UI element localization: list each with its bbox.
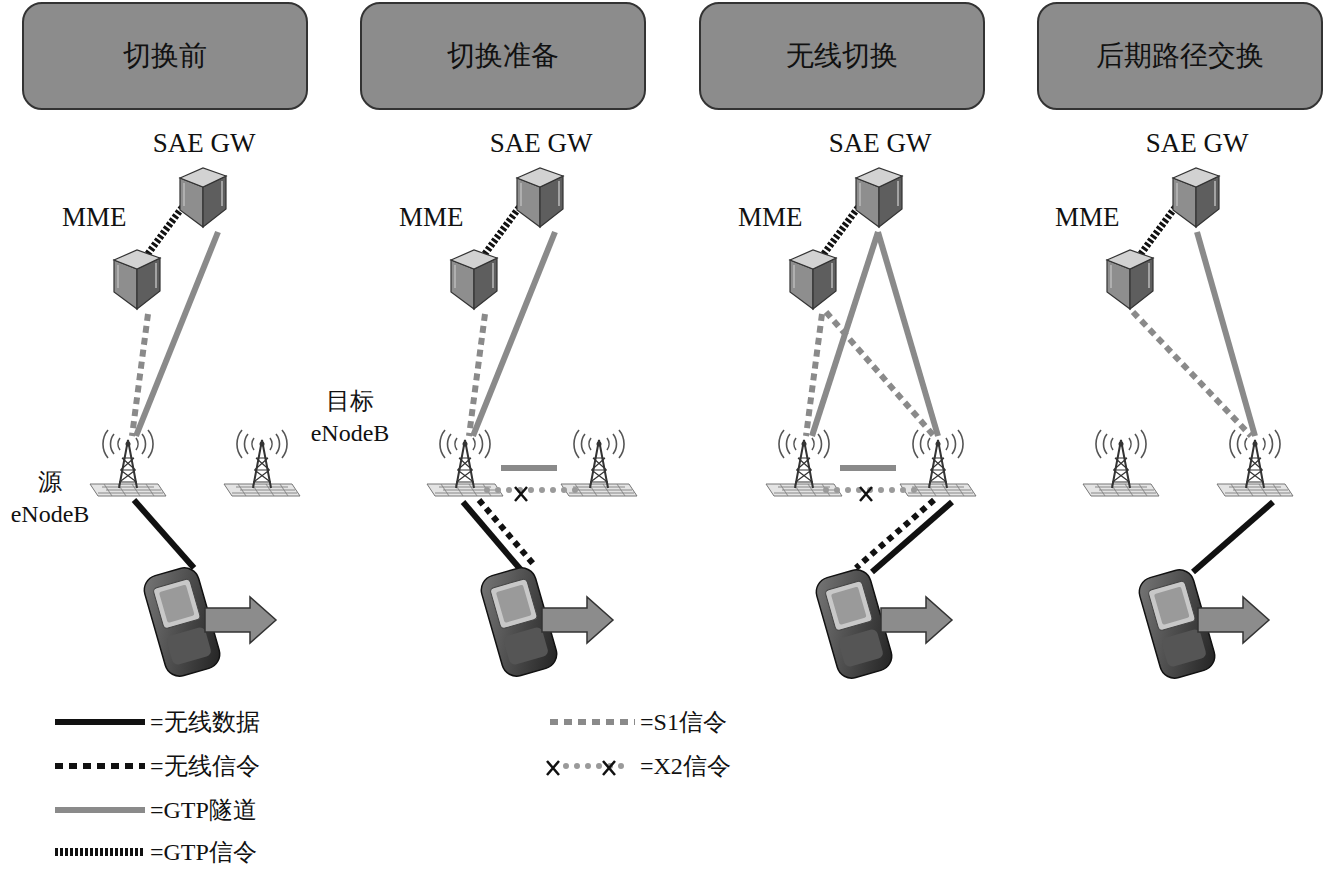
gateway-node: SAE GW bbox=[465, 126, 593, 232]
server-icon bbox=[786, 246, 840, 312]
phase-header: 无线切换 bbox=[699, 2, 985, 110]
panel-path-switch bbox=[1083, 232, 1293, 682]
server-icon bbox=[1103, 246, 1157, 312]
forward-tunnel bbox=[840, 465, 896, 471]
header-text: 无线切换 bbox=[786, 37, 898, 75]
radio-signaling-sample bbox=[55, 763, 145, 769]
gateway-node: SAE GW bbox=[804, 126, 932, 232]
mme-label: MME bbox=[1055, 202, 1120, 232]
phase-header: 后期路径交换 bbox=[1037, 2, 1323, 110]
radio-data bbox=[872, 502, 952, 572]
s1-line bbox=[1133, 312, 1251, 436]
radio-signaling bbox=[856, 500, 934, 568]
panel-before bbox=[90, 232, 300, 680]
enodeb-label: 目标 eNodeB bbox=[300, 385, 400, 449]
server-icon bbox=[852, 164, 906, 230]
forward-tunnel bbox=[501, 465, 557, 471]
legend-samples bbox=[55, 722, 635, 852]
gateway-label: SAE GW bbox=[153, 128, 256, 158]
header-text: 切换前 bbox=[123, 37, 207, 75]
legend-text: =GTP信令 bbox=[150, 836, 257, 868]
gtp-signaling-line bbox=[485, 205, 521, 254]
gtp-signaling-line bbox=[824, 205, 860, 254]
phase-header: 切换前 bbox=[22, 2, 308, 110]
server-icon bbox=[447, 246, 501, 312]
radio-signaling bbox=[479, 500, 535, 566]
gtp-tunnel bbox=[1197, 232, 1255, 436]
gtp-tunnel-sample bbox=[55, 807, 145, 813]
x2-line bbox=[487, 487, 579, 493]
legend-text: =无线信令 bbox=[150, 750, 260, 782]
gateway-label: SAE GW bbox=[490, 128, 593, 158]
server-icon bbox=[110, 246, 164, 312]
mme-label: MME bbox=[738, 202, 803, 232]
server-icon bbox=[513, 164, 567, 230]
gateway-node: SAE GW bbox=[128, 126, 256, 232]
radio-data-sample bbox=[55, 719, 145, 725]
gtp-signaling-line bbox=[1141, 205, 1177, 254]
gtp-tunnel bbox=[878, 232, 938, 436]
phase-header: 切换准备 bbox=[360, 2, 646, 110]
legend-text: =GTP隧道 bbox=[150, 794, 257, 826]
server-icon bbox=[1169, 164, 1223, 230]
gtp-signaling-sample bbox=[55, 848, 145, 856]
radio-data bbox=[134, 500, 194, 568]
mme-node: MME bbox=[60, 198, 166, 314]
gateway-label: SAE GW bbox=[1146, 128, 1249, 158]
mme-node: MME bbox=[736, 198, 842, 314]
radio-data bbox=[1193, 502, 1273, 572]
x2-sample bbox=[566, 763, 630, 769]
mme-label: MME bbox=[399, 202, 464, 232]
enodeb-label: 源 eNodeB bbox=[0, 466, 100, 530]
mme-node: MME bbox=[397, 198, 503, 314]
legend-text: =无线数据 bbox=[150, 706, 260, 738]
gtp-signaling-line bbox=[148, 205, 184, 254]
gateway-node: SAE GW bbox=[1121, 126, 1249, 232]
panel-prepare bbox=[427, 232, 637, 680]
header-text: 后期路径交换 bbox=[1096, 37, 1264, 75]
gateway-label: SAE GW bbox=[829, 128, 932, 158]
panel-radio-handover bbox=[766, 232, 976, 682]
legend-text: =X2信令 bbox=[640, 750, 731, 782]
s1-sample bbox=[550, 719, 635, 725]
mme-node: MME bbox=[1053, 198, 1159, 314]
header-text: 切换准备 bbox=[447, 37, 559, 75]
mme-label: MME bbox=[62, 202, 127, 232]
server-icon bbox=[176, 164, 230, 230]
legend-text: =S1信令 bbox=[640, 706, 727, 738]
